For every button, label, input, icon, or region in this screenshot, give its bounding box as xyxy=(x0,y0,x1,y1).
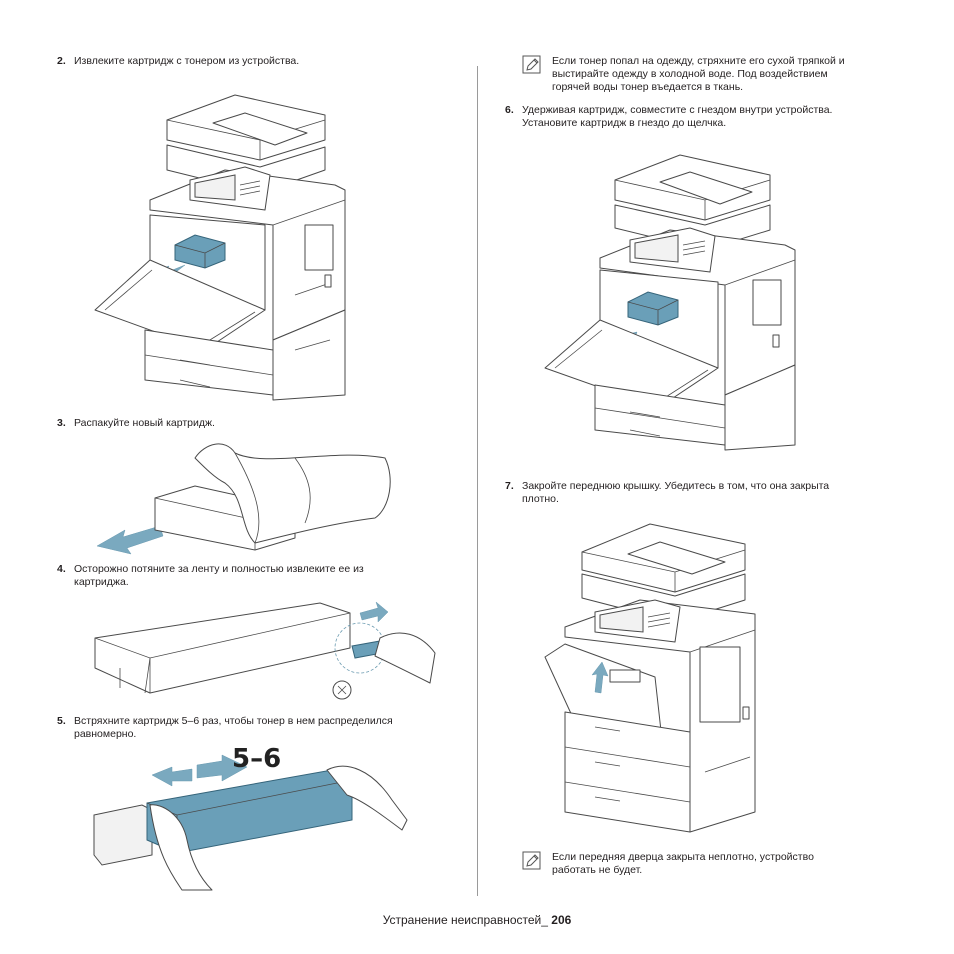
illustration-remove-cartridge xyxy=(94,94,346,401)
note-text-line2: работать не будет. xyxy=(552,864,643,876)
illustration-insert-cartridge xyxy=(544,154,796,451)
column-divider xyxy=(477,66,478,896)
step-text-line2: Установите картридж в гнездо до щелчка. xyxy=(522,117,727,129)
step-text-line1: Удерживая картридж, совместите с гнездом… xyxy=(522,104,833,116)
note-text-line1: Если тонер попал на одежду, стряхните ег… xyxy=(552,55,845,67)
shake-drawing: 5–6 xyxy=(93,744,408,891)
step-number: 5. xyxy=(57,715,66,727)
step-text-line2: картриджа. xyxy=(74,576,129,588)
step-3: 3. Распакуйте новый картридж. xyxy=(57,417,457,431)
step-6: 6. Удерживая картридж, совместите с гнез… xyxy=(505,104,905,132)
step-text-line1: Закройте переднюю крышку. Убедитесь в то… xyxy=(522,480,830,492)
page-footer: Устранение неисправностей_ 206 xyxy=(0,913,954,927)
shake-count-label: 5–6 xyxy=(232,744,281,774)
step-number: 4. xyxy=(57,563,66,575)
step-text: Распакуйте новый картридж. xyxy=(74,417,215,429)
step-number: 7. xyxy=(505,480,514,492)
illustration-unpack-cartridge xyxy=(96,443,391,555)
illustration-shake-cartridge: 5–6 xyxy=(93,744,408,891)
step-5: 5. Встряхните картридж 5–6 раз, чтобы то… xyxy=(57,715,467,743)
note-door-closed: Если передняя дверца закрыта неплотно, у… xyxy=(522,851,912,879)
note-text-line2: выстирайте одежду в холодной воде. Под в… xyxy=(552,68,828,80)
step-text: Извлеките картридж с тонером из устройст… xyxy=(74,55,300,67)
cartridge-unpack-drawing xyxy=(96,443,391,555)
illustration-close-front-door xyxy=(544,523,756,833)
note-toner-clothing: Если тонер попал на одежду, стряхните ег… xyxy=(522,55,912,95)
step-number: 3. xyxy=(57,417,66,429)
illustration-remove-tape xyxy=(94,601,436,700)
step-text-line2: равномерно. xyxy=(74,728,137,740)
step-number: 6. xyxy=(505,104,514,116)
note-pencil-icon xyxy=(522,55,541,74)
tape-removal-drawing xyxy=(94,601,436,700)
page-number: 206 xyxy=(551,913,572,927)
note-text-line3: горячей воды тонер въедается в ткань. xyxy=(552,81,744,93)
footer-section-title: Устранение неисправностей_ xyxy=(382,913,548,927)
step-number: 2. xyxy=(57,55,66,67)
step-text-line2: плотно. xyxy=(522,493,559,505)
note-text-line1: Если передняя дверца закрыта неплотно, у… xyxy=(552,851,814,863)
step-4: 4. Осторожно потяните за ленту и полност… xyxy=(57,563,457,591)
step-2: 2. Извлеките картридж с тонером из устро… xyxy=(57,55,457,69)
printer-drawing xyxy=(544,154,796,451)
step-text-line1: Осторожно потяните за ленту и полностью … xyxy=(74,563,364,575)
printer-drawing xyxy=(94,94,346,401)
note-pencil-icon xyxy=(522,851,541,870)
step-7: 7. Закройте переднюю крышку. Убедитесь в… xyxy=(505,480,905,508)
step-text-line1: Встряхните картридж 5–6 раз, чтобы тонер… xyxy=(74,715,393,727)
printer-drawing xyxy=(544,523,756,833)
